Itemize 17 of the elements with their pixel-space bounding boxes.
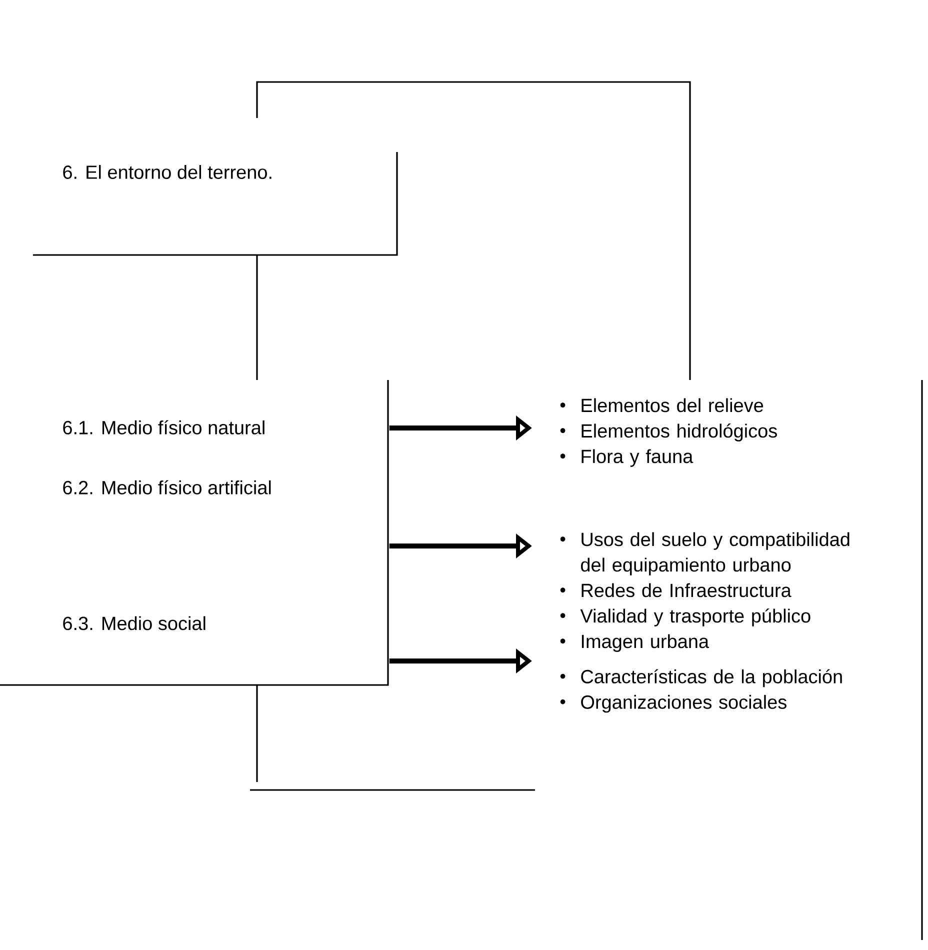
section-label: 6.2. Medio físico artificial	[63, 480, 271, 494]
node-label: Imagen urbana	[582, 634, 710, 652]
bullet-list: Usos del suelo y compatibilidad del equipamiento urbano Redes de Infraestructura Vialidad y trasporte público Imagen urbana	[560, 532, 850, 652]
node-label: Vialidad y trasporte público	[580, 608, 810, 626]
section-label: 6.1. Medio físico natural	[63, 420, 264, 434]
section-box: 6. El entorno del terreno.	[33, 152, 398, 256]
bullet-list: Características de la población Organizaciones sociales	[560, 669, 842, 713]
panel-box	[0, 380, 389, 686]
node-label: Flora y fauna	[582, 449, 694, 467]
node-label: Elementos hidrológicos	[582, 423, 777, 442]
node-label: Redes de Infraestructura	[582, 583, 792, 598]
node-label: Elementos del relieve	[582, 398, 764, 412]
bullet-list: Elementos del relieve Elementos hidrológicos Flora y fauna	[560, 398, 777, 467]
node-label: Organizaciones sociales	[581, 694, 786, 713]
section-label: 6.3. Medio social	[63, 616, 206, 630]
node-label: Características de la población	[581, 669, 842, 688]
node-label: Usos del suelo y compatibilidad del equipamiento urbano	[581, 532, 850, 576]
